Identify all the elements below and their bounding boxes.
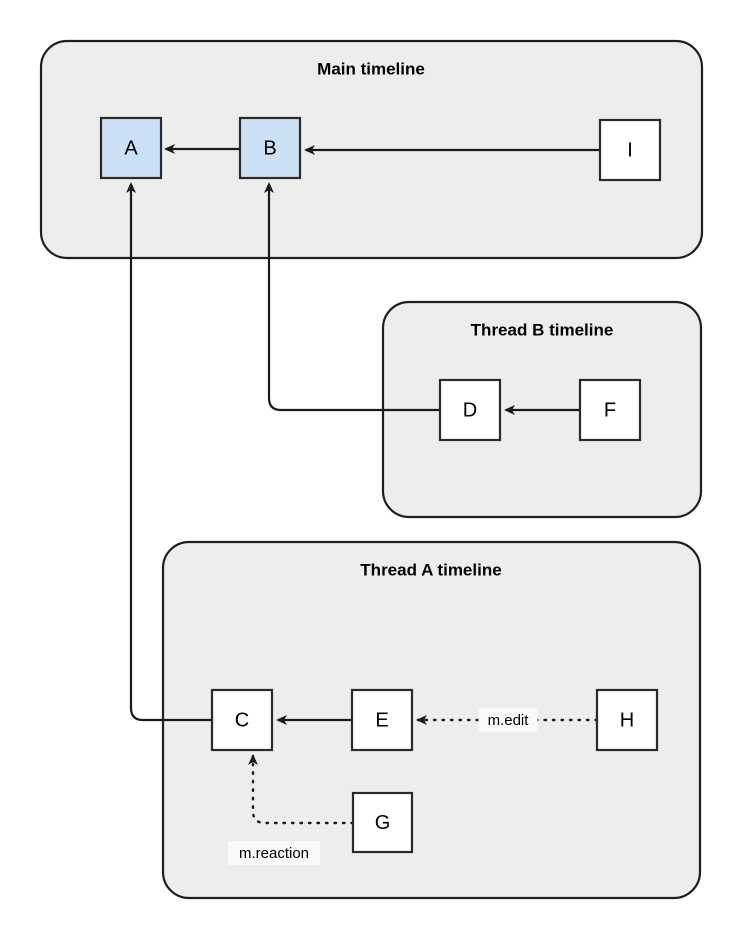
event-node-label: H (620, 709, 634, 731)
event-node-label: B (263, 137, 276, 159)
event-node-box[interactable] (238, 116, 302, 180)
event-node-label: F (604, 399, 616, 421)
edge-label-background (478, 708, 538, 732)
event-node-box[interactable] (99, 116, 163, 180)
timeline-group-title: Thread A timeline (360, 560, 501, 579)
event-node-label: I (627, 139, 633, 161)
event-node-label: E (375, 709, 388, 731)
event-node-F[interactable]: F (578, 378, 642, 442)
event-node-C[interactable]: C (210, 688, 274, 752)
event-node-box[interactable] (595, 688, 659, 752)
event-node-G[interactable]: G (351, 791, 414, 854)
timeline-group-title: Thread B timeline (471, 320, 614, 339)
edge-D-to-B (264, 182, 440, 412)
event-node-B[interactable]: B (238, 116, 302, 180)
timeline-group-title: Main timeline (317, 59, 425, 78)
event-nodes: A B I D F C E H G (99, 116, 662, 854)
event-node-box[interactable] (598, 118, 662, 182)
event-node-E[interactable]: E (350, 688, 414, 752)
event-node-A[interactable]: A (99, 116, 163, 180)
event-node-label: A (124, 137, 138, 159)
edge-label-background (228, 841, 320, 865)
edge-labels: m.edit m.reaction (228, 708, 538, 865)
event-node-box[interactable] (578, 378, 642, 442)
edge-label-G-to-C: m.reaction (239, 845, 309, 862)
event-node-label: D (463, 399, 477, 421)
event-node-I[interactable]: I (598, 118, 662, 182)
event-node-box[interactable] (438, 378, 502, 442)
edge-C-to-A (126, 182, 212, 722)
edges (126, 144, 600, 825)
event-node-label: G (375, 812, 391, 834)
event-node-H[interactable]: H (595, 688, 659, 752)
event-node-box[interactable] (350, 688, 414, 752)
event-node-label: C (235, 709, 249, 731)
event-node-box[interactable] (351, 791, 414, 854)
event-node-D[interactable]: D (438, 378, 502, 442)
edge-label-H-to-E: m.edit (488, 712, 530, 729)
event-node-box[interactable] (210, 688, 274, 752)
